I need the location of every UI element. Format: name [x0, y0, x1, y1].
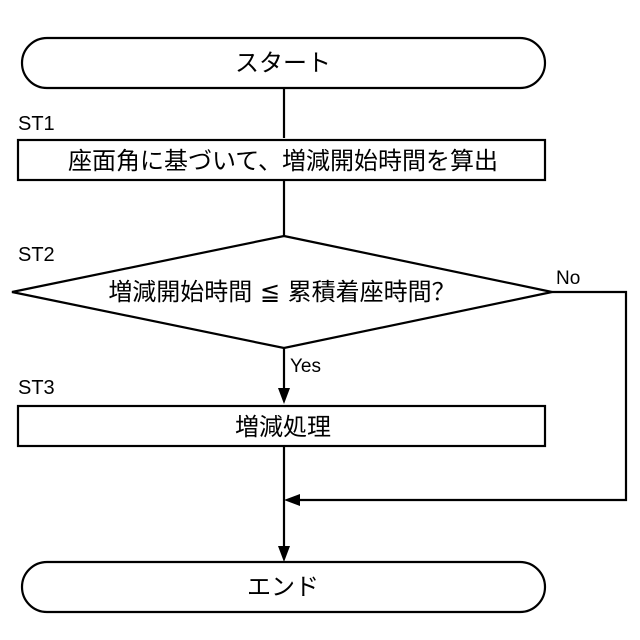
st2-label: 増減開始時間 ≦ 累積着座時間？ [108, 278, 455, 306]
no-arrowhead [284, 494, 300, 506]
st3-label: 増減処理 [235, 413, 331, 441]
step-id-st1: ST1 [18, 113, 55, 135]
yes-arrowhead [278, 388, 290, 404]
end-label: エンド [247, 573, 319, 601]
step-id-st3: ST3 [18, 377, 55, 399]
yes-branch-label: Yes [290, 356, 321, 377]
start-label: スタート [235, 49, 331, 77]
no-branch-label: No [556, 268, 580, 289]
st1-label: 座面角に基づいて、増減開始時間を算出 [68, 147, 498, 175]
step-id-st2: ST2 [18, 244, 55, 266]
end-arrowhead [278, 546, 290, 562]
